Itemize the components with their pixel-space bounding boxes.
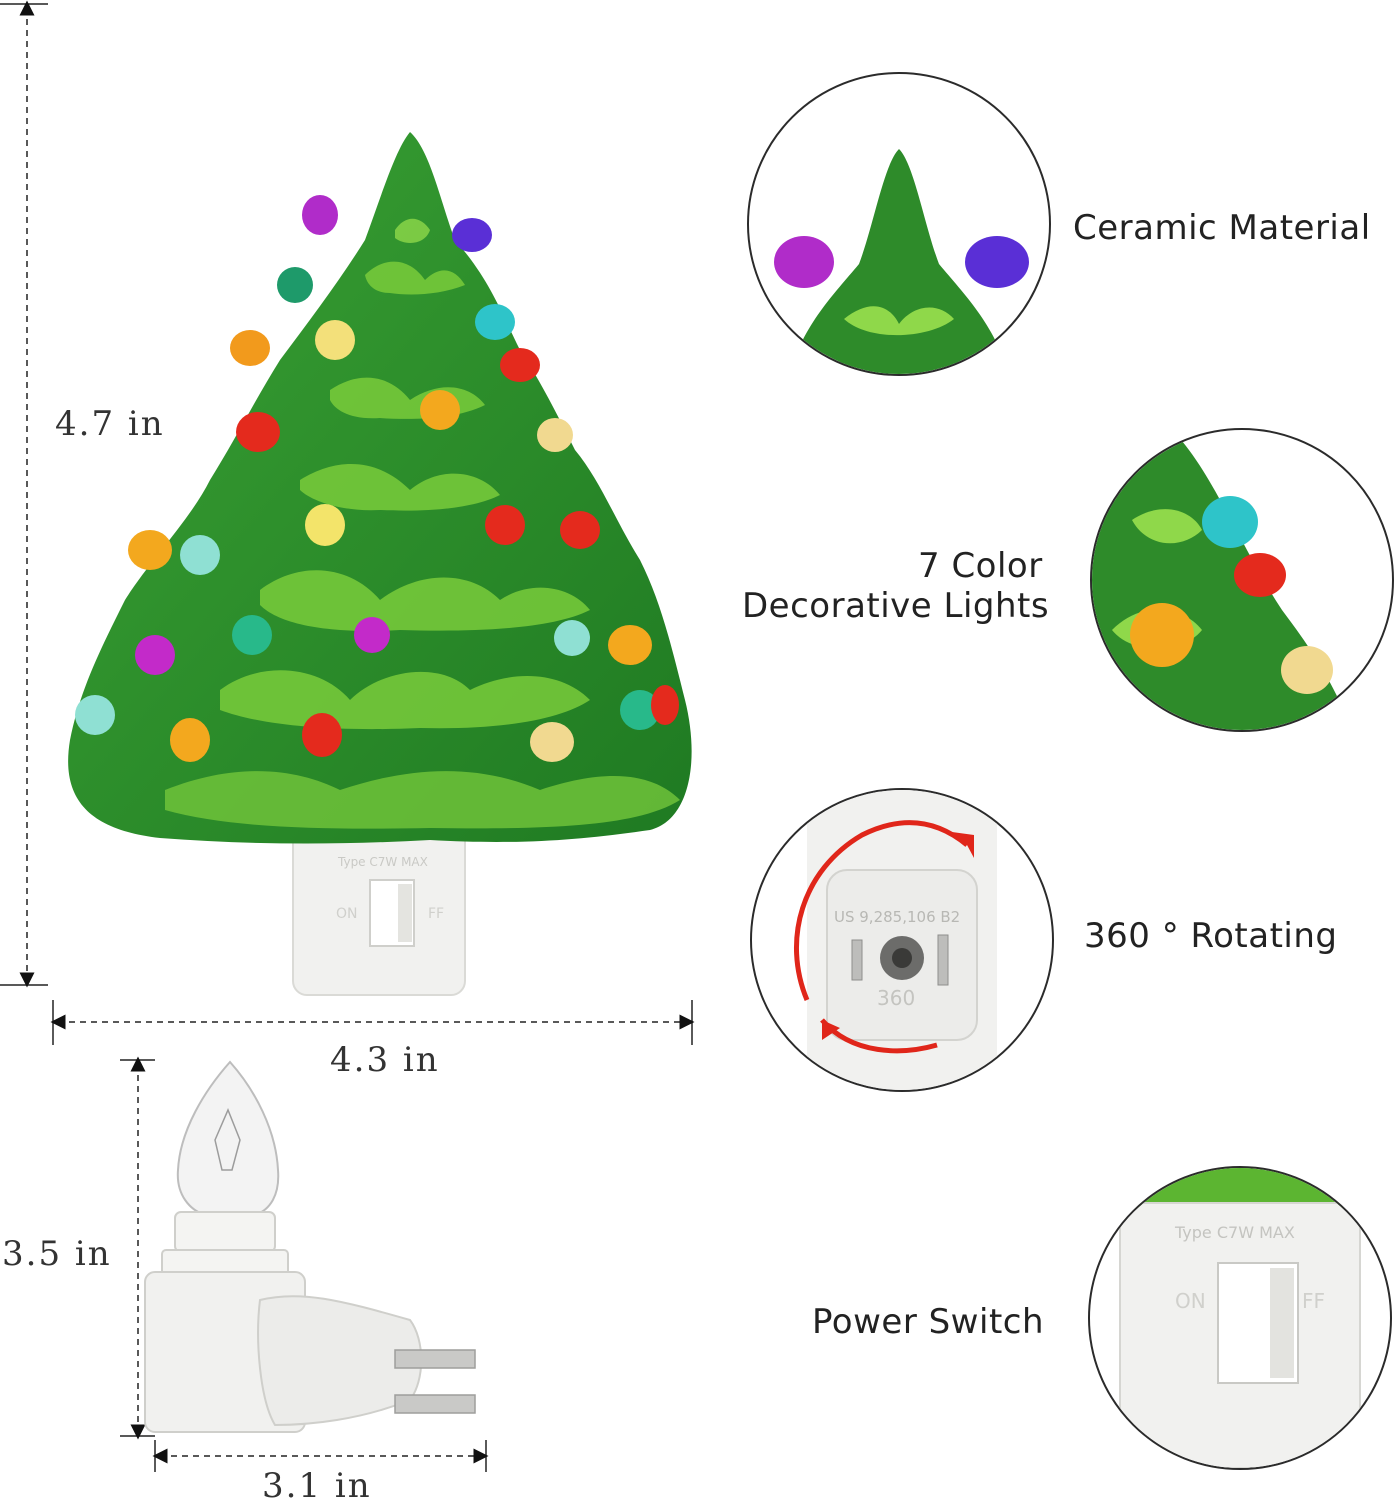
svg-text:FF: FF xyxy=(428,906,444,922)
tree-height-label: 4.7 in xyxy=(55,404,165,444)
tree-width-dimension xyxy=(50,1000,695,1045)
tree-height-dimension xyxy=(0,0,48,988)
rotating-plug-icon: US 9,285,106 B2 360 xyxy=(794,790,997,1090)
power-switch-detail: Type C7W MAX ON FF xyxy=(1088,1166,1392,1470)
tree-bulbs xyxy=(75,195,679,762)
color-lights-label-line2: Decorative Lights xyxy=(742,586,1050,626)
base-height-dimension xyxy=(120,1056,155,1440)
ceramic-material-detail xyxy=(747,72,1051,376)
power-switch-label: Power Switch xyxy=(812,1302,1045,1342)
patent-marking: US 9,285,106 B2 xyxy=(834,908,960,926)
base-width-label: 3.1 in xyxy=(262,1466,372,1506)
ceramic-material-label: Ceramic Material xyxy=(1073,208,1371,248)
ceramic-tree-image: Type C7W MAX ON FF xyxy=(68,132,692,996)
tree-top-icon xyxy=(774,149,1029,374)
switch-icon: Type C7W MAX ON FF xyxy=(1090,1168,1390,1468)
svg-text:ON: ON xyxy=(336,906,358,922)
switch-type-marking: Type C7W MAX xyxy=(1174,1223,1295,1242)
color-lights-detail xyxy=(1090,428,1394,732)
color-lights-label-line1: 7 Color xyxy=(918,546,1043,586)
bulb-base-image xyxy=(144,1060,476,1433)
rotation-marking: 360 xyxy=(877,986,915,1010)
base-width-dimension xyxy=(152,1440,489,1472)
switch-off-marking: FF xyxy=(1302,1289,1325,1313)
rotating-label: 360 ° Rotating xyxy=(1084,916,1338,956)
tree-width-label: 4.3 in xyxy=(330,1040,440,1080)
switch-on-marking: ON xyxy=(1175,1289,1206,1313)
rotating-plug-detail: US 9,285,106 B2 360 xyxy=(750,788,1054,1092)
color-lights-icon xyxy=(1092,430,1352,730)
base-height-label: 3.5 in xyxy=(2,1234,112,1274)
svg-text:Type C7W MAX: Type C7W MAX xyxy=(337,855,428,869)
